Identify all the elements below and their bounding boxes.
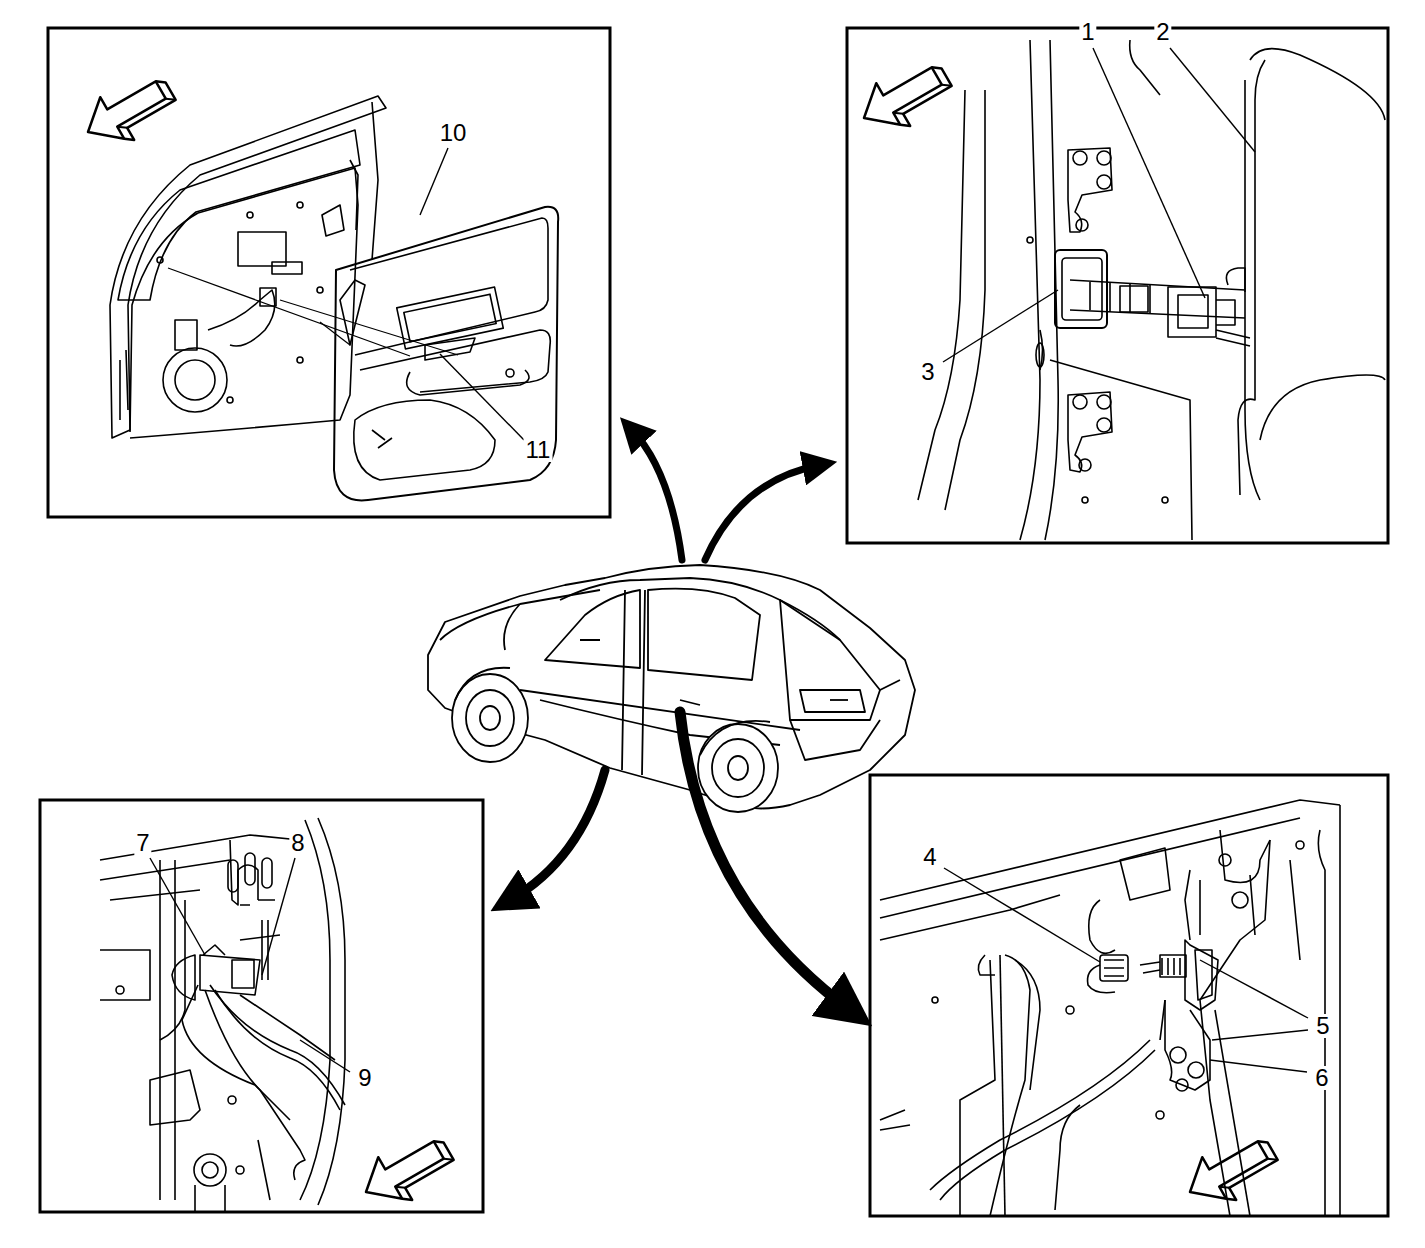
pillar-connector-view [918,40,1385,540]
vehicle-overview [428,565,915,812]
view-arrow [510,430,850,1010]
callout-number: 2 [1154,20,1171,44]
callout-number: 4 [921,845,938,869]
callout-number: 3 [919,360,936,384]
callout-number: 9 [356,1066,373,1090]
callout-holder: 6 [1313,1066,1330,1090]
callout-number: 5 [1314,1014,1331,1038]
callout-holder: 3 [919,360,936,384]
callout-number: 8 [289,831,306,855]
callout-holder: 1 [1079,20,1096,44]
leader-line [150,48,1308,1072]
callout-number: 10 [438,121,469,145]
callout-number: 6 [1313,1066,1330,1090]
callout-holder: 10 [438,121,469,145]
callout-number: 1 [1079,20,1096,44]
forward-arrow [76,51,1285,1218]
callout-holder: 2 [1154,20,1171,44]
callout-holder: 11 [524,438,553,462]
callout-holder: 4 [921,845,938,869]
door-lock-view [100,818,345,1212]
callout-holder: 7 [134,831,151,855]
door-trim-view [110,96,558,500]
panel-frame [40,28,1388,1216]
callout-number: 7 [134,831,151,855]
callout-holder: 8 [289,831,306,855]
callout-number: 11 [524,438,553,462]
door-latch-view [880,800,1340,1216]
callout-holder: 5 [1314,1014,1331,1038]
callout-holder: 9 [356,1066,373,1090]
